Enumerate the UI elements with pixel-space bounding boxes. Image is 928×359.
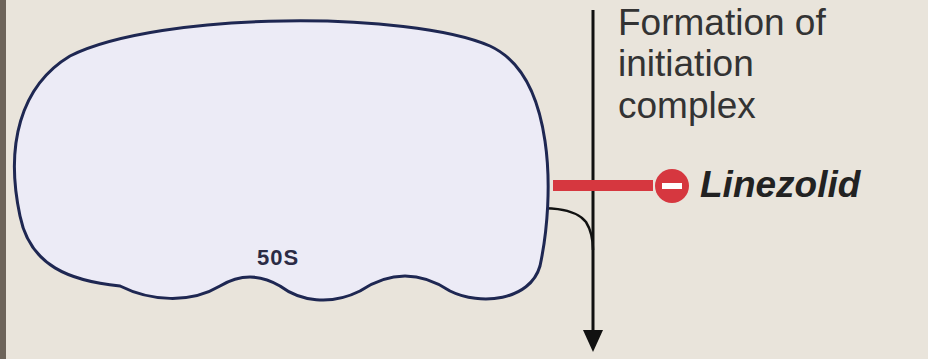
inhibitor-symbol: [655, 169, 689, 203]
ribosome-subunit: 50S: [10, 16, 550, 301]
left-edge-bar: [0, 0, 6, 359]
pathway-label: Formation of initiation complex: [618, 2, 898, 126]
minus-sign: [662, 183, 682, 189]
inhibition-bar: [553, 180, 653, 191]
pathway-arrow-line: [592, 10, 595, 334]
pathway-arrowhead: [583, 330, 603, 352]
subunit-label: 50S: [257, 245, 299, 271]
drug-name: Linezolid: [700, 164, 860, 206]
